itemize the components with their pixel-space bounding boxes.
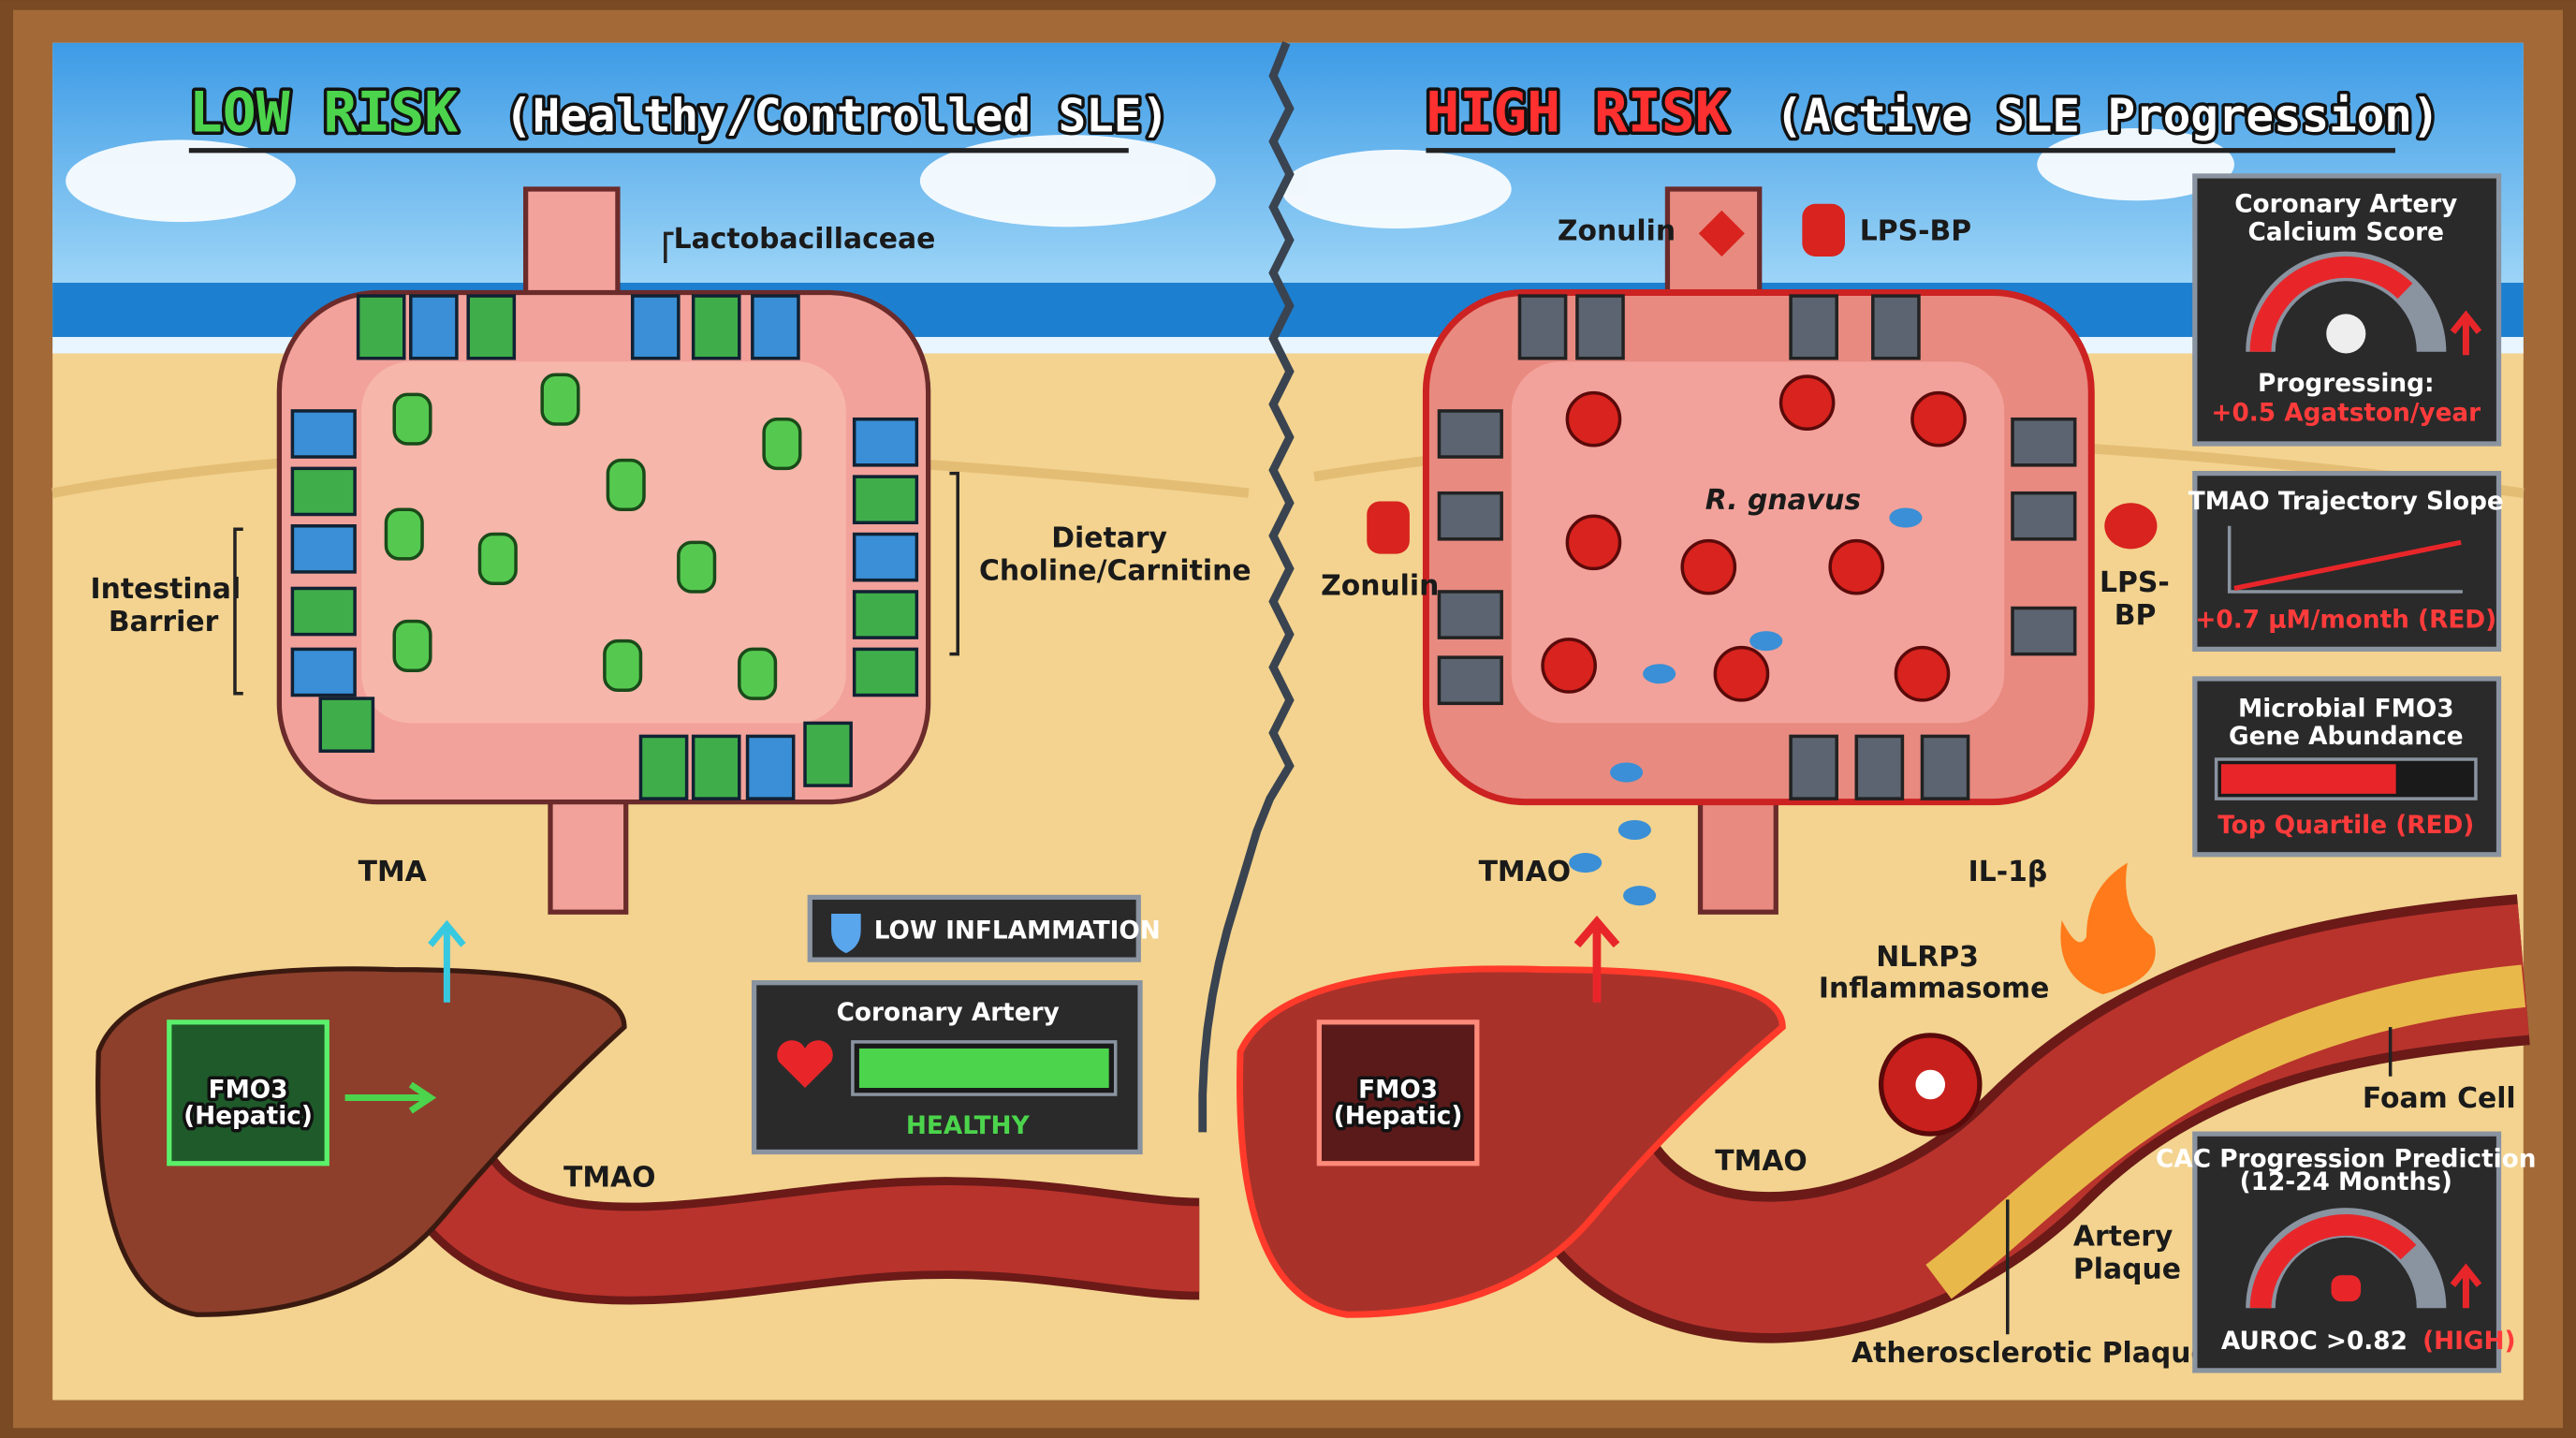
plaque (1925, 964, 2526, 1299)
fire-icon (2060, 862, 2156, 994)
nlrp3-inflammasome-icon (1878, 1033, 1983, 1137)
fmo3-abundance-value: Top Quartile (RED) (2217, 812, 2474, 840)
panel-title: Microbial FMO3 (2238, 695, 2453, 723)
healthy-microbes (384, 373, 802, 700)
label-choline-carnitine: Choline/Carnitine (979, 555, 1251, 588)
arrow-up-icon-right (1573, 916, 1620, 1003)
arrow-right-icon (344, 1081, 437, 1114)
pathogenic-microbes (1541, 374, 1967, 702)
arrow-up-icon (428, 919, 466, 1003)
label-il1b: IL-1β (1969, 856, 2048, 888)
tmao-slope-value: +0.7 μM/month (RED) (2195, 607, 2496, 635)
label-foam-cell: Foam Cell (2363, 1082, 2516, 1115)
health-status: HEALTHY (906, 1112, 1031, 1140)
cac-status: Progressing: (2258, 370, 2434, 398)
tmao-slope-panel: TMAO Trajectory Slope +0.7 μM/month (RED… (2188, 470, 2504, 653)
shield-icon (831, 913, 861, 954)
label-inflammasome: Inflammasome (1819, 972, 2049, 1005)
label-r-gnavus: R. gnavus (1705, 484, 1861, 517)
panel-title-2: (12-24 Months) (2240, 1168, 2452, 1196)
skull-icon (2326, 314, 2366, 354)
coronary-artery-panel: Coronary Artery HEALTHY (751, 980, 1143, 1155)
healthy-liver: FMO3 (Hepatic) (95, 966, 627, 1317)
label-intestinal-barrier-2: Barrier (109, 606, 219, 638)
label-tmao-liver: TMAO (1715, 1145, 1807, 1178)
cac-score-panel: Coronary Artery Calcium Score Progressin… (2192, 173, 2502, 447)
alarm-icon (2331, 1275, 2362, 1302)
panel-title: TMAO Trajectory Slope (2188, 488, 2504, 516)
lps-bp-icon (1802, 203, 1845, 257)
arrow-up-icon (2450, 310, 2482, 356)
trend-line (2233, 539, 2462, 592)
label-atherosclerotic-plaque: Atherosclerotic Plaque (1852, 1337, 2210, 1370)
inflamed-liver: FMO3 (Hepatic) (1237, 965, 1786, 1318)
label-dietary: Dietary (1051, 522, 1167, 555)
inflamed-intestine (1422, 186, 2095, 915)
fmo3-abundance-panel: Microbial FMO3 Gene Abundance Top Quarti… (2192, 676, 2502, 858)
panel-divider (1198, 41, 1295, 1133)
label-zonulin-top: Zonulin (1558, 214, 1676, 247)
left-title-desc: (Healthy/Controlled SLE) (505, 89, 1169, 143)
panel-title: Coronary Artery (2234, 191, 2457, 219)
heart-icon (777, 1040, 833, 1089)
label-lps-bp-top: LPS-BP (1860, 214, 1971, 247)
fmo3-abundance-bar-fill (2220, 764, 2396, 794)
fmo3-chip-label-right: FMO3 (1358, 1077, 1438, 1105)
cac-value: +0.5 Agatston/year (2211, 399, 2481, 427)
left-title-risk: LOW RISK (189, 81, 458, 146)
auroc-value: AUROC >0.82 (HIGH) (2221, 1328, 2516, 1356)
panel-title: Coronary Artery (837, 999, 1060, 1027)
label-lactobacillaceae: Lactobacillaceae (674, 223, 936, 256)
badge-label: LOW INFLAMMATION (874, 917, 1161, 945)
panel-title-2: Calcium Score (2248, 218, 2444, 246)
zonulin-icon-left (1367, 501, 1410, 554)
low-inflammation-badge: LOW INFLAMMATION (807, 894, 1161, 962)
right-title-desc: (Active SLE Progression) (1776, 89, 2440, 143)
fmo3-chip-label: FMO3 (209, 1077, 288, 1105)
label-lps-bp-right-2: BP (2115, 599, 2157, 632)
label-artery-plaque-2: Plaque (2073, 1254, 2181, 1286)
right-title: HIGH RISK (Active SLE Progression) (1426, 81, 2439, 146)
panel-title: CAC Progression Prediction (2156, 1145, 2536, 1173)
label-intestinal-barrier: Intestinal (91, 573, 242, 606)
left-title: LOW RISK (Healthy/Controlled SLE) (189, 81, 1169, 146)
fmo3-chip-sublabel-right: (Hepatic) (1334, 1103, 1463, 1131)
fmo3-chip-sublabel: (Hepatic) (183, 1103, 313, 1131)
label-zonulin-left: Zonulin (1321, 569, 1439, 602)
health-bar-fill (858, 1048, 1109, 1089)
healthy-intestine (276, 186, 931, 915)
arrow-up-icon (2450, 1263, 2482, 1309)
label-tmao-gut: TMAO (1479, 856, 1571, 888)
label-lps-bp-right: LPS- (2100, 566, 2170, 599)
label-tma: TMA (359, 856, 427, 888)
panel-title-2: Gene Abundance (2229, 723, 2464, 751)
cac-prediction-panel: CAC Progression Prediction (12-24 Months… (2156, 1131, 2536, 1373)
label-artery-plaque: Artery (2073, 1221, 2173, 1254)
label-tmao: TMAO (564, 1161, 655, 1194)
lps-bp-icon-right (2104, 503, 2158, 550)
right-title-risk: HIGH RISK (1426, 81, 1728, 146)
label-nlrp3: NLRP3 (1876, 941, 1979, 974)
